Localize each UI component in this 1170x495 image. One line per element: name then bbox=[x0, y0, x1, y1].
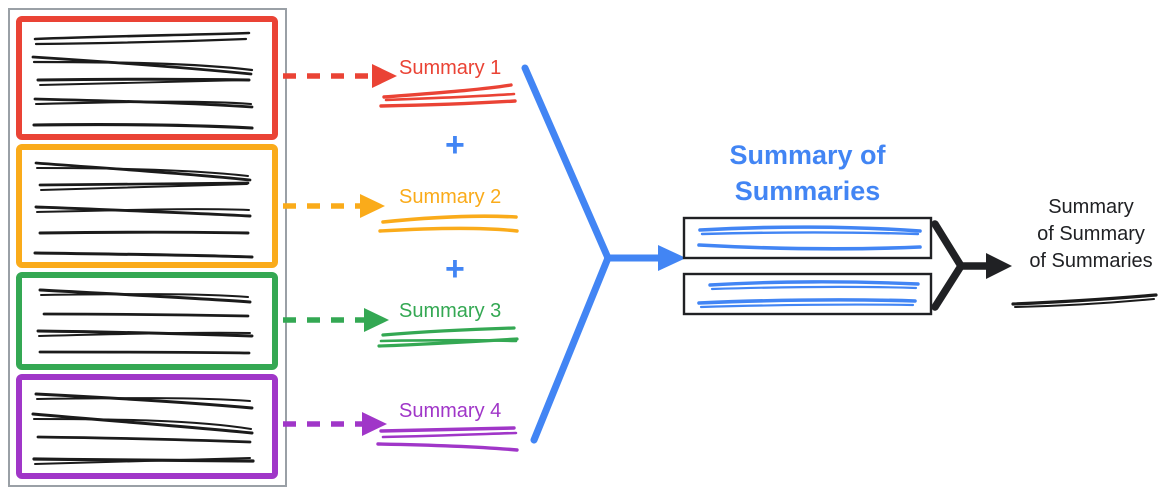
summary-1-label: Summary 1 bbox=[399, 57, 502, 79]
dashed-arrow-2 bbox=[283, 194, 385, 218]
summary-4-label: Summary 4 bbox=[399, 400, 502, 422]
final-output-title: Summary of Summary of Summaries bbox=[1012, 194, 1170, 274]
dashed-arrow-3 bbox=[283, 308, 389, 332]
document-4-border bbox=[16, 374, 278, 479]
sos-title-line-2: Summaries bbox=[734, 175, 881, 206]
sos-box-2[interactable] bbox=[682, 272, 933, 316]
final-output-lines bbox=[1011, 293, 1158, 308]
summary-2-label: Summary 2 bbox=[399, 186, 502, 208]
document-4-text-lines bbox=[31, 392, 255, 465]
sos-title-line-1: Summary of bbox=[729, 140, 886, 170]
document-2-text-lines bbox=[33, 161, 254, 259]
document-3[interactable] bbox=[16, 272, 278, 370]
document-2[interactable] bbox=[16, 144, 278, 268]
document-4[interactable] bbox=[16, 374, 278, 479]
summary-1-lines bbox=[379, 83, 517, 108]
document-3-text-lines bbox=[36, 288, 254, 355]
blue-merge-arrow bbox=[521, 64, 686, 444]
summary-of-summaries-title: Summary of Summaries bbox=[684, 138, 931, 209]
plus-operator-1: + bbox=[445, 126, 465, 164]
summary-3-lines bbox=[377, 326, 519, 348]
summary-2-lines bbox=[378, 214, 519, 233]
summary-3-label: Summary 3 bbox=[399, 300, 502, 322]
sos-box-1-lines bbox=[697, 225, 922, 251]
final-title-line-3: of Summaries bbox=[1029, 249, 1153, 272]
plus-operator-2: + bbox=[445, 250, 465, 288]
final-title-line-1: Summary bbox=[1048, 196, 1134, 218]
final-title-line-2: of Summary bbox=[1037, 222, 1145, 245]
summary-4-lines bbox=[376, 426, 519, 452]
document-1-text-lines bbox=[31, 31, 254, 130]
sos-box-1[interactable] bbox=[682, 216, 933, 260]
black-merge-arrow bbox=[931, 220, 1012, 311]
document-1[interactable] bbox=[16, 16, 278, 140]
dashed-arrow-4 bbox=[283, 412, 387, 436]
dashed-arrow-1 bbox=[283, 64, 397, 88]
sos-box-2-lines bbox=[697, 280, 920, 309]
